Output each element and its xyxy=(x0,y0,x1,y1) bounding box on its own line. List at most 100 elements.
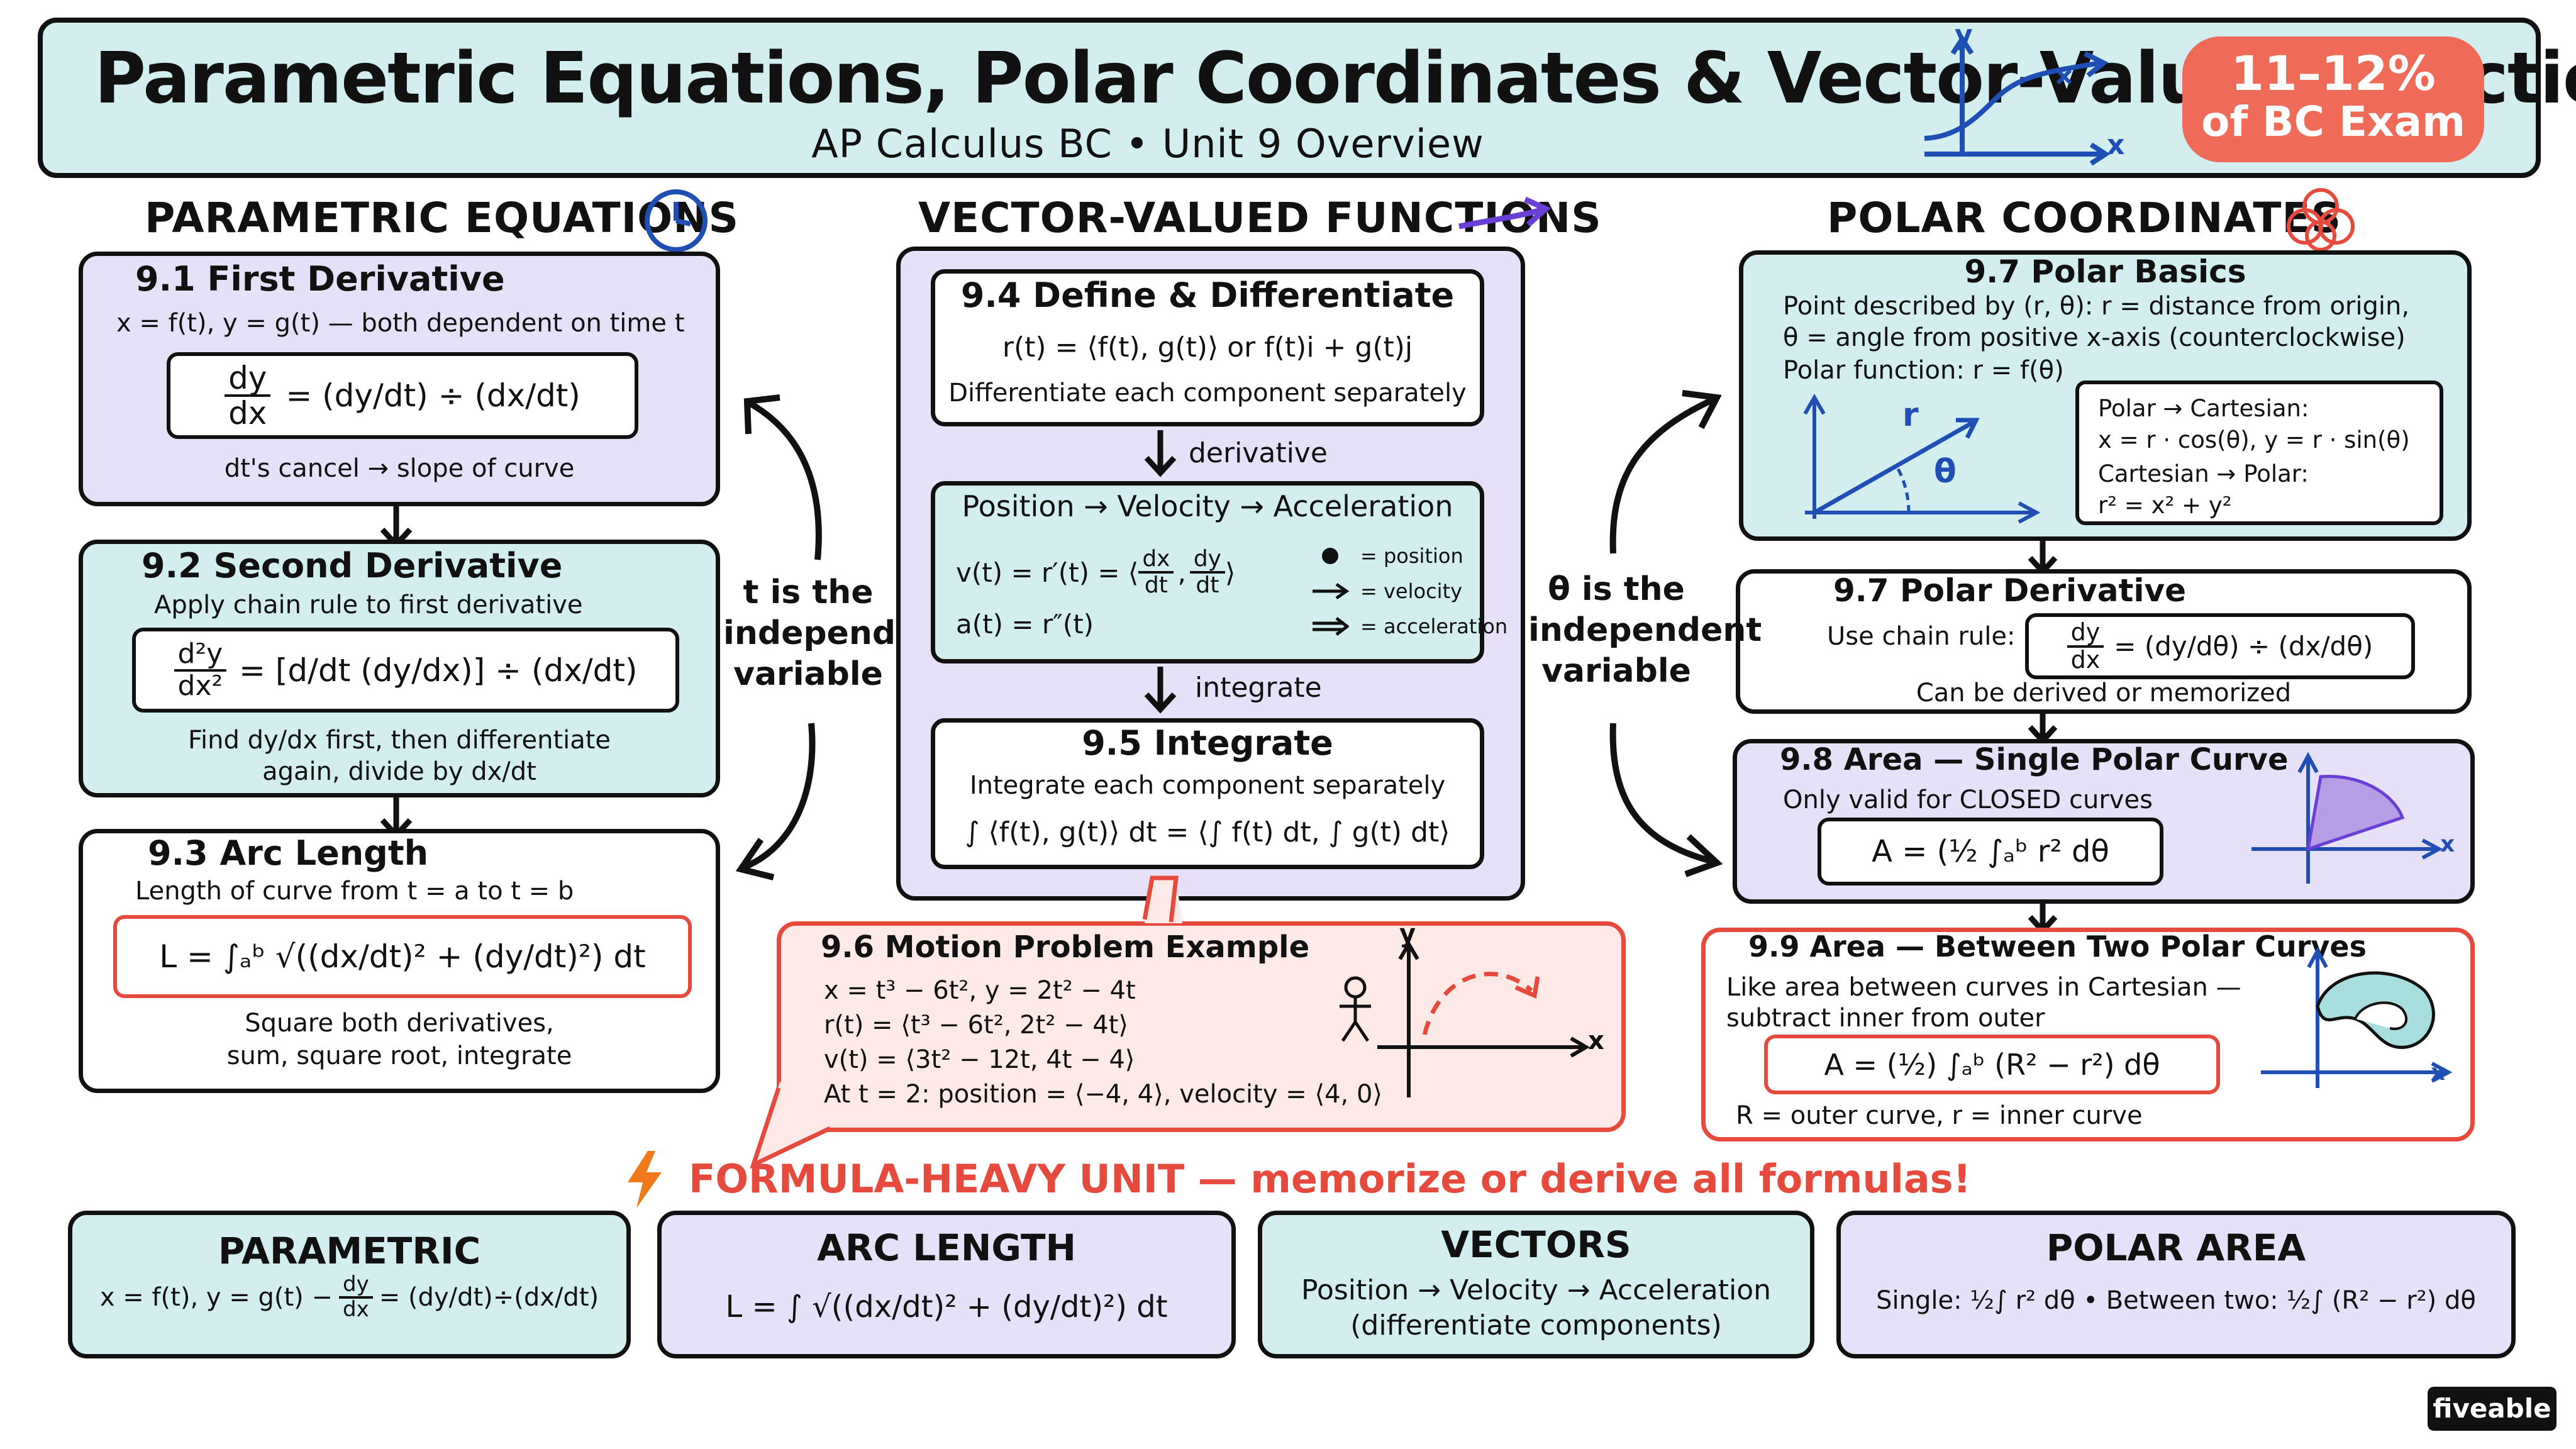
summary-vectors-line-2: (differentiate components) xyxy=(1350,1309,1722,1341)
card-98-title: 9.8 Area — Single Polar Curve xyxy=(1780,742,2289,777)
summary-parametric xyxy=(68,1211,631,1358)
pva-title: Position → Velocity → Acceleration xyxy=(962,489,1453,523)
legend-acceleration: = acceleration xyxy=(1311,614,1507,638)
conversion-line-1: Polar → Cartesian: xyxy=(2098,395,2309,422)
parametric-side-label: t is the independent variable xyxy=(723,574,957,693)
section-heading-parametric: PARAMETRIC EQUATIONS xyxy=(145,194,740,242)
card-99-note: R = outer curve, r = inner curve xyxy=(1736,1101,2143,1130)
curved-arrow-down-icon xyxy=(1609,723,1723,877)
vector-arrow-icon xyxy=(1458,196,1552,230)
motion-line-4: At t = 2: position = ⟨−4, 4⟩, velocity =… xyxy=(824,1080,1383,1109)
card-94-line1: r(t) = ⟨f(t), g(t)⟩ or f(t)i + g(t)j xyxy=(1002,331,1413,364)
card-97b-title: 9.7 Polar Derivative xyxy=(1833,572,2187,609)
curve-graph-icon xyxy=(1924,34,2111,166)
card-93-note-2: sum, square root, integrate xyxy=(226,1041,572,1070)
motion-line-1: x = t³ − 6t², y = 2t² − 4t xyxy=(824,976,1136,1005)
pva-legend: = position = velocity = acceleration xyxy=(1311,544,1507,638)
card-99-line-1: Like area between curves in Cartesian — xyxy=(1726,973,2241,1002)
region-axis-x-label: x xyxy=(2431,1060,2446,1085)
lightning-icon xyxy=(628,1151,662,1208)
header-panel xyxy=(38,18,2541,178)
card-93-line: Length of curve from t = a to t = b xyxy=(135,877,574,906)
summary-polar-area xyxy=(1836,1211,2516,1358)
integral-formula: ∫ ⟨f(t), g(t)⟩ dt = ⟨∫ f(t) dt, ∫ g(t) d… xyxy=(965,816,1450,848)
acceleration-formula: a(t) = r″(t) xyxy=(956,609,1094,640)
motion-line-3: v(t) = ⟨3t² − 12t, 4t − 4⟩ xyxy=(824,1045,1135,1074)
arc-length-formula: L = ∫ₐᵇ √((dx/dt)² + (dy/dt)²) dt xyxy=(113,915,692,998)
card-91-line: x = f(t), y = g(t) — both dependent on t… xyxy=(116,309,685,338)
conversion-line-3: Cartesian → Polar: xyxy=(2098,460,2309,487)
motion-axis-x-label: x xyxy=(1588,1026,1604,1055)
summary-arc-formula: L = ∫ √((dx/dt)² + (dy/dt)²) dt xyxy=(725,1289,1168,1324)
card-92-note-1: Find dy/dx first, then differentiate xyxy=(187,726,611,755)
summary-parametric-title: PARAMETRIC xyxy=(218,1230,481,1272)
conversion-line-2: x = r · cos(θ), y = r · sin(θ) xyxy=(2098,426,2410,453)
between-area-formula: A = (½) ∫ₐᵇ (R² − r²) dθ xyxy=(1764,1035,2220,1094)
polar-derivative-note: Can be derived or memorized xyxy=(1916,679,2292,708)
polar-basics-line-2: θ = angle from positive x-axis (counterc… xyxy=(1783,323,2406,352)
summary-vectors-line-1: Position → Velocity → Acceleration xyxy=(1301,1274,1771,1306)
curved-arrow-up-icon xyxy=(1609,390,1722,554)
card-95-title: 9.5 Integrate xyxy=(1082,723,1333,763)
card-94-title: 9.4 Define & Differentiate xyxy=(960,275,1455,315)
legend-position: = position xyxy=(1311,544,1507,568)
summary-arc-title: ARC LENGTH xyxy=(816,1226,1077,1269)
motion-diagram xyxy=(1340,940,1590,1097)
polar-side-label: θ is the independent variable xyxy=(1528,570,1762,690)
speech-bubble-tails xyxy=(750,875,1182,1169)
badge-caption: of BC Exam xyxy=(2201,97,2465,146)
card-92-title: 9.2 Second Derivative xyxy=(142,546,563,586)
polar-sector-diagram xyxy=(2251,752,2443,884)
rose-curve-icon xyxy=(2287,188,2355,252)
polar-basics-line-1: Point described by (r, θ): r = distance … xyxy=(1783,292,2410,321)
fiveable-logo[interactable]: fiveable xyxy=(2428,1387,2557,1431)
card-define-differentiate xyxy=(931,269,1484,426)
card-94-line2: Differentiate each component separately xyxy=(948,379,1467,408)
polar-region-diagram xyxy=(2261,947,2453,1088)
single-area-formula: A = (½ ∫ₐᵇ r² dθ xyxy=(1818,818,2163,886)
page-subtitle: AP Calculus BC • Unit 9 Overview xyxy=(811,121,1484,167)
summary-arc-length xyxy=(657,1211,1236,1358)
section-heading-polar: POLAR COORDINATES xyxy=(1827,194,2342,242)
legend-velocity: = velocity xyxy=(1311,579,1507,603)
card-93-note-1: Square both derivatives, xyxy=(245,1009,554,1038)
polar-r-label: r xyxy=(1902,396,1919,434)
down-arrow-icon xyxy=(1144,667,1177,714)
card-96-title: 9.6 Motion Problem Example xyxy=(821,930,1310,965)
section-heading-vector: VECTOR-VALUED FUNCTIONS xyxy=(918,194,1602,242)
card-motion-example xyxy=(777,921,1626,1132)
header-axis-x-label: x xyxy=(2107,129,2125,161)
polar-theta-label: θ xyxy=(1934,453,1957,491)
motion-axis-y-label: y xyxy=(1399,919,1416,948)
header-axis-y-label: y xyxy=(1955,19,1973,51)
summary-vectors xyxy=(1258,1211,1814,1358)
card-95-line: Integrate each component separately xyxy=(969,771,1446,800)
polar-point-diagram xyxy=(1803,393,2041,524)
page-title: Parametric Equations, Polar Coordinates … xyxy=(94,38,2576,119)
polar-derivative-rule: Use chain rule: xyxy=(1827,622,2016,651)
card-91-note: dt's cancel → slope of curve xyxy=(224,454,575,483)
card-99-line-2: subtract inner from outer xyxy=(1726,1004,2045,1033)
badge-percent: 11–12% xyxy=(2231,45,2436,101)
card-91-title: 9.1 First Derivative xyxy=(135,259,505,299)
card-integrate xyxy=(931,718,1484,869)
card-98-line: Only valid for CLOSED curves xyxy=(1783,786,2153,814)
exam-weight-badge: 11–12% of BC Exam xyxy=(2182,36,2484,162)
card-97a-title: 9.7 Polar Basics xyxy=(1964,253,2246,290)
down-arrow-icon xyxy=(1144,430,1177,477)
summary-vectors-title: VECTORS xyxy=(1441,1223,1631,1266)
card-93-title: 9.3 Arc Length xyxy=(148,833,429,873)
conversion-box: Polar → Cartesian: x = r · cos(θ), y = r… xyxy=(2075,380,2443,525)
sector-axis-x-label: x xyxy=(2440,831,2455,857)
card-92-line: Apply chain rule to first derivative xyxy=(154,591,583,619)
curved-arrow-down-icon xyxy=(735,723,816,880)
clock-icon xyxy=(645,189,708,252)
integrate-arrow-label: integrate xyxy=(1195,672,1322,704)
summary-polar-title: POLAR AREA xyxy=(2046,1226,2306,1269)
derivative-arrow-label: derivative xyxy=(1189,437,1328,469)
summary-polar-formula: Single: ½∫ r² dθ • Between two: ½∫ (R² −… xyxy=(1876,1286,2476,1315)
curved-arrow-up-icon xyxy=(743,394,822,560)
